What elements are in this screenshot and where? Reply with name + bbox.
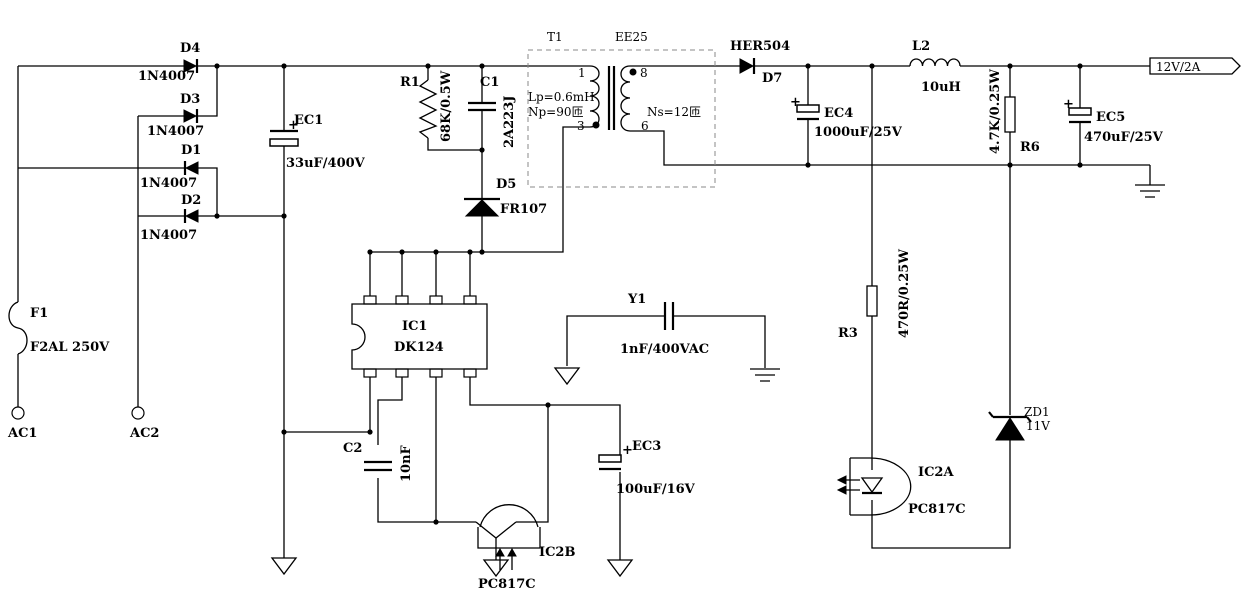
c1-ref: C1: [480, 75, 499, 90]
ground-y1-primary: [553, 367, 581, 386]
ec3-value: 100uF/16V: [616, 482, 696, 497]
r3-value: 470R/0.25W: [897, 249, 912, 338]
ec4-value: 1000uF/25V: [814, 125, 903, 140]
ec4-plus: +: [790, 95, 801, 110]
capacitor-ec1: [269, 129, 299, 147]
t1-ref: T1: [547, 30, 563, 44]
f1-value: F2AL 250V: [30, 340, 110, 355]
d2-part: 1N4007: [140, 228, 197, 243]
c2-value: 10nF: [399, 444, 414, 482]
ec5-ref: EC5: [1096, 110, 1125, 125]
optocoupler-ic2a: [836, 457, 912, 516]
d3-part: 1N4007: [147, 124, 204, 139]
ground-y1-secondary: [750, 368, 780, 382]
wires: [17, 65, 1151, 560]
d4-part: 1N4007: [138, 69, 195, 84]
diode-d1: [183, 161, 199, 175]
resistor-r6: [1004, 96, 1016, 133]
capacitor-ec3: [598, 454, 622, 471]
capacitor-y1: [663, 302, 675, 330]
y1-ref: Y1: [627, 292, 646, 307]
ec4-ref: EC4: [824, 106, 853, 121]
t1-pin3: 3: [577, 119, 585, 133]
ec5-value: 470uF/25V: [1084, 130, 1164, 145]
ic1-ref: IC1: [402, 319, 427, 334]
ec3-ref: EC3: [632, 439, 661, 454]
capacitor-c2: [364, 460, 392, 472]
t1-core: EE25: [615, 30, 648, 44]
capacitor-ec5: [1068, 107, 1092, 124]
d5-part: FR107: [500, 202, 547, 217]
ec3-plus: +: [622, 443, 633, 458]
d2-ref: D2: [181, 193, 201, 208]
ac1-label: AC1: [7, 426, 37, 441]
r1-value: 68K/0.5W: [439, 70, 454, 142]
ground-primary-1: [270, 557, 298, 576]
diode-d5: [464, 197, 500, 217]
d7-part: HER504: [730, 39, 790, 54]
transformer-t1: [527, 49, 716, 188]
t1-lp: Lp=0.6mH: [528, 90, 595, 104]
t1-pin1: 1: [578, 66, 586, 80]
d1-part: 1N4007: [140, 176, 197, 191]
junction-dots: [214, 63, 1083, 525]
inductor-l2: [909, 58, 961, 67]
r6-value: 4.7K/0.25W: [988, 69, 1003, 154]
ac2-label: AC2: [129, 426, 159, 441]
zd1-value: 11V: [1026, 419, 1050, 433]
f1-ref: F1: [30, 306, 48, 321]
d3-ref: D3: [180, 92, 200, 107]
optocoupler-ic2b: [475, 504, 541, 570]
fuse-f1: [8, 301, 28, 355]
d7-ref: D7: [762, 71, 782, 86]
ec1-plus: +: [288, 118, 299, 133]
ec1-value: 33uF/400V: [286, 156, 366, 171]
ic2a-part: PC817C: [908, 502, 966, 517]
r3-ref: R3: [838, 326, 858, 341]
ic2b-part: PC817C: [478, 577, 536, 592]
output-label: 12V/2A: [1156, 60, 1201, 74]
diode-d4: [183, 59, 199, 73]
ground-primary-2: [482, 559, 510, 578]
ic1-dk124: [351, 295, 488, 378]
d5-ref: D5: [496, 177, 516, 192]
resistor-r3: [866, 285, 878, 317]
capacitor-ec4: [796, 104, 820, 121]
zener-zd1: [988, 411, 1032, 441]
t1-ns: Ns=12匝: [647, 105, 701, 119]
r1-ref: R1: [400, 75, 420, 90]
zd1-ref: ZD1: [1024, 405, 1050, 419]
ec5-plus: +: [1063, 97, 1074, 112]
l2-value: 10uH: [921, 80, 961, 95]
diode-d2: [183, 209, 199, 223]
ic1-part: DK124: [394, 340, 444, 355]
ac2-terminal: [131, 406, 145, 420]
diode-d7: [739, 58, 756, 74]
ec1-ref: EC1: [294, 113, 323, 128]
capacitor-c1: [468, 101, 496, 112]
l2-ref: L2: [912, 39, 930, 54]
diode-d3: [183, 109, 199, 123]
ac1-terminal: [11, 406, 25, 420]
t1-pin8: 8: [640, 66, 648, 80]
d1-ref: D1: [181, 143, 201, 158]
c2-ref: C2: [343, 441, 362, 456]
t1-pin6: 6: [641, 119, 649, 133]
r6-ref: R6: [1020, 140, 1040, 155]
c1-value: 2A223J: [502, 96, 517, 148]
ic2b-ref: IC2B: [539, 545, 575, 560]
t1-np: Np=90匝: [528, 105, 584, 119]
ground-primary-3: [606, 559, 634, 578]
d4-ref: D4: [180, 41, 200, 56]
resistor-r1: [418, 79, 438, 139]
output-port: [1149, 57, 1241, 75]
ic2a-ref: IC2A: [918, 465, 954, 480]
ground-secondary: [1135, 184, 1165, 198]
y1-value: 1nF/400VAC: [620, 342, 709, 357]
